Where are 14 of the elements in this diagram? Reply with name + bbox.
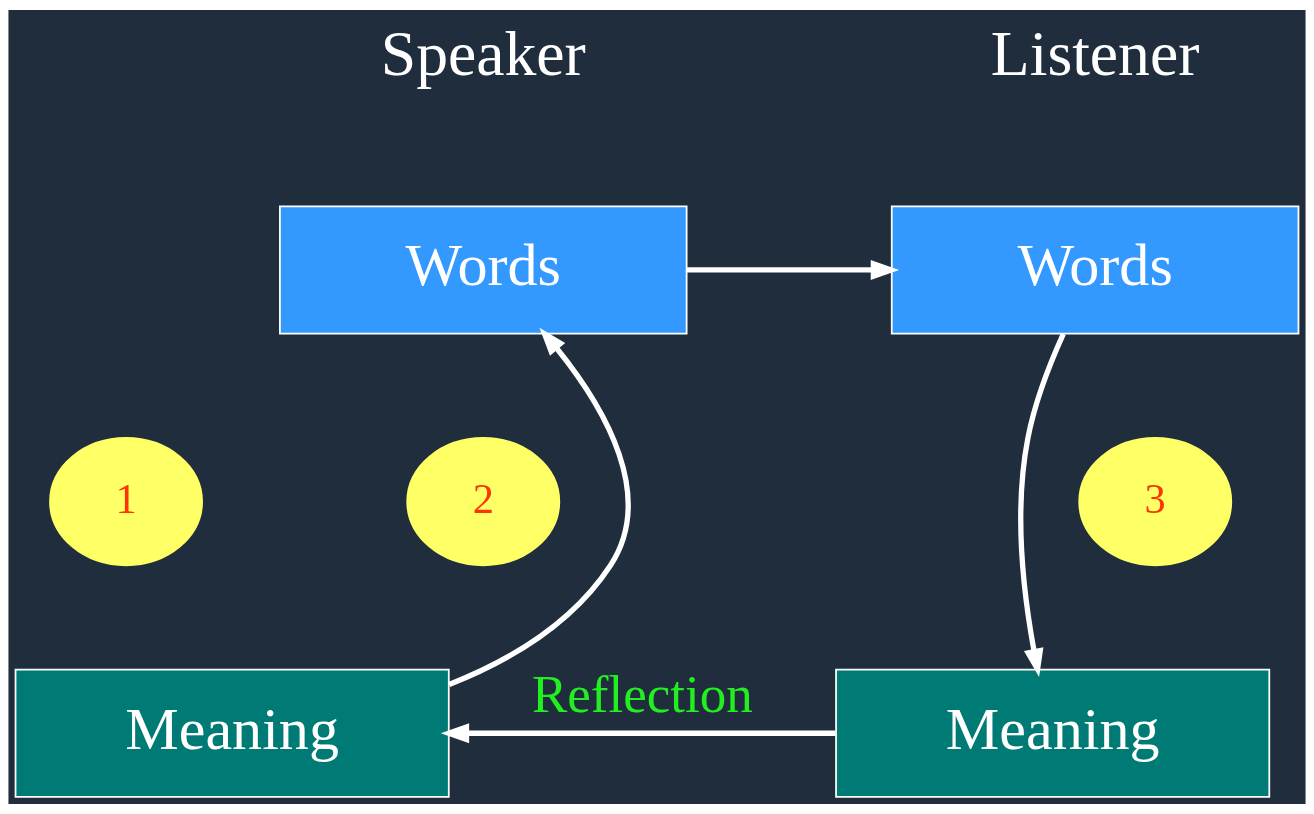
arrow bbox=[440, 723, 836, 744]
node-box: Meaning bbox=[14, 668, 450, 798]
node-box: Words bbox=[890, 205, 1300, 335]
node-ellipse: 1 bbox=[49, 437, 203, 567]
arrow bbox=[687, 260, 900, 280]
edge-label: Reflection bbox=[531, 665, 753, 724]
node-box: Words bbox=[279, 205, 688, 335]
label: Speaker bbox=[380, 18, 586, 90]
node-box: Meaning bbox=[835, 668, 1271, 798]
arrow bbox=[1018, 332, 1066, 677]
label: Listener bbox=[990, 18, 1200, 90]
arrow bbox=[448, 327, 631, 687]
node-ellipse: 3 bbox=[1078, 437, 1233, 567]
node-ellipse: 2 bbox=[406, 437, 561, 567]
